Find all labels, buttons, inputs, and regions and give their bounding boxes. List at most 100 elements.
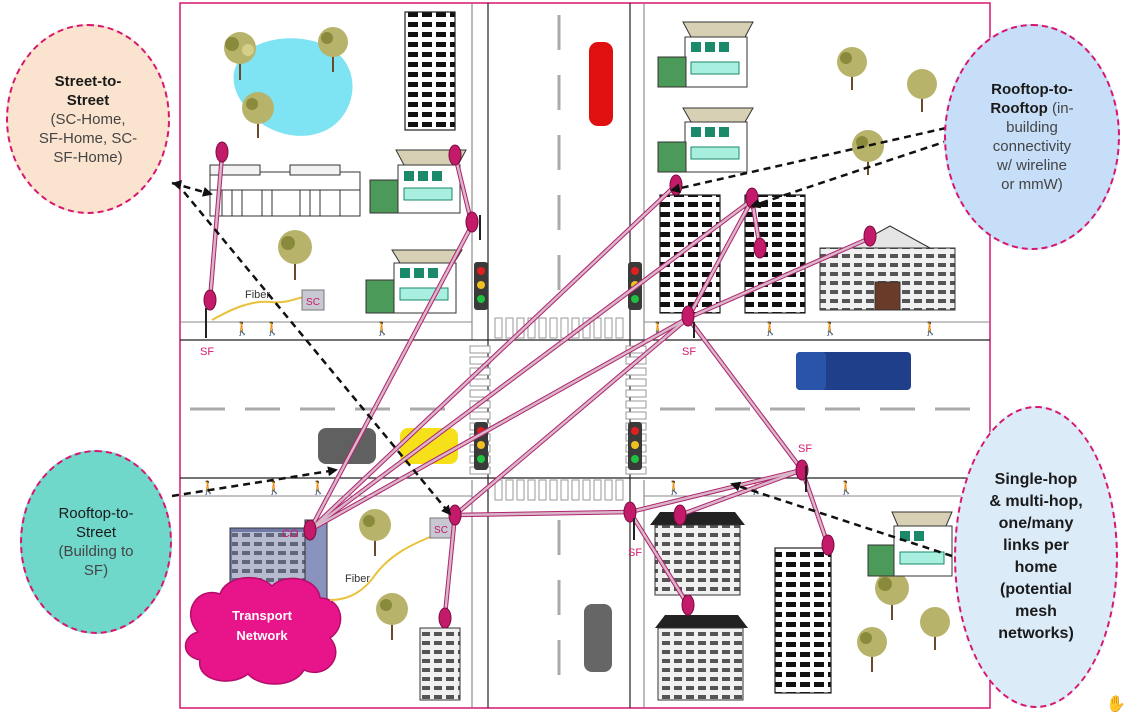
bubble-hop-line-4: links per	[1003, 537, 1069, 554]
bubble-hop-line-3: one/many	[998, 515, 1074, 532]
tree-icon	[318, 27, 348, 72]
dish-icon	[465, 211, 479, 233]
bubble-s2s-sub-1: (SC-Home,	[50, 110, 126, 128]
bubble-r2r-title-2: Rooftop	[990, 100, 1048, 117]
dish-icon	[863, 225, 877, 247]
bubble-hop-line-6: (potential	[1000, 581, 1072, 598]
svg-text:SC: SC	[434, 525, 448, 536]
tree-icon	[359, 509, 391, 556]
sf-label-right-mid: SF	[798, 443, 812, 455]
bubble-rooftop-to-rooftop: Rooftop-to- Rooftop (in- building connec…	[944, 24, 1120, 250]
tree-icon	[242, 92, 274, 138]
transport-label-1: Transport	[232, 608, 293, 623]
buildings	[209, 11, 956, 701]
bubble-single-multi-hop: Single-hop & multi-hop, one/many links p…	[954, 406, 1118, 708]
bubble-s2s-sub-3: SF-Home)	[53, 148, 123, 166]
car-grey-bottom	[584, 604, 612, 672]
apartment-block	[655, 615, 748, 701]
svg-text:SC: SC	[306, 297, 320, 308]
strip-mall	[209, 164, 361, 217]
dish-icon	[623, 501, 637, 523]
tree-icon	[837, 47, 867, 90]
pedestrians: 🚶🚶🚶 🚶🚶🚶🚶 🚶🚶🚶 🚶🚶🚶	[200, 321, 938, 496]
vehicles	[318, 42, 911, 672]
tree-icon	[278, 230, 312, 280]
small-building	[419, 627, 461, 701]
dish-icon	[215, 141, 229, 163]
dish-icon	[681, 305, 695, 327]
bubble-street-to-street: Street-to- Street (SC-Home, SF-Home, SC-…	[6, 24, 170, 214]
bubble-r2r-sub-4: or mmW)	[1001, 176, 1063, 193]
bubble-hop-line-5: home	[1014, 559, 1058, 576]
house	[657, 21, 754, 88]
svg-text:🚶: 🚶	[264, 321, 280, 337]
house	[657, 107, 754, 173]
svg-text:🚶: 🚶	[822, 321, 838, 337]
tree-icon	[907, 69, 937, 112]
svg-text:🚶: 🚶	[838, 480, 854, 496]
svg-text:🚶: 🚶	[200, 480, 216, 496]
bubble-hop-line-2: & multi-hop,	[989, 493, 1083, 510]
bubble-s2s-sub-2: SF-Home, SC-	[38, 129, 138, 147]
house	[369, 149, 467, 214]
bubble-r2s-sub-1: (Building to	[58, 543, 134, 560]
antenna-poles	[205, 215, 807, 540]
civic-building	[819, 225, 956, 311]
house	[867, 511, 953, 577]
sf-label-center-bottom: SF	[628, 547, 642, 559]
transport-network-cloud: Transport Network	[184, 576, 342, 685]
svg-text:🚶: 🚶	[266, 480, 282, 496]
tree-icon	[852, 130, 884, 175]
bubble-s2s-title-2: Street	[66, 91, 110, 109]
bubble-rooftop-to-street: Rooftop-to- Street (Building to SF)	[20, 450, 172, 634]
svg-text:🚶: 🚶	[666, 480, 682, 496]
bubble-hop-line-7: mesh	[1015, 603, 1057, 620]
hand-cursor-icon: ✋	[1106, 696, 1126, 713]
bubble-hop-line-8: networks)	[998, 625, 1074, 642]
sf-label-left: SF	[200, 346, 214, 358]
dish-icon	[821, 534, 835, 556]
bubble-r2r-sub-inline: (in-	[1047, 100, 1074, 117]
fiber-label-bottom: Fiber	[345, 573, 370, 585]
bubble-r2r-sub-1: building	[1006, 119, 1058, 136]
transport-label-2: Network	[236, 628, 288, 643]
dish-icon	[203, 289, 217, 311]
tree-icon	[875, 571, 909, 620]
dish-icon	[448, 144, 462, 166]
dish-icon	[669, 174, 683, 196]
car-red	[589, 42, 613, 126]
dish-icon	[681, 594, 695, 616]
bubble-s2s-title-1: Street-to-	[54, 72, 122, 90]
dish-icon	[673, 504, 687, 526]
tree-icon	[376, 593, 408, 640]
bubble-hop-line-1: Single-hop	[994, 471, 1078, 488]
dish-icon	[303, 519, 317, 541]
dish-icon	[753, 237, 767, 259]
trees	[224, 27, 950, 672]
co-label: CO	[282, 528, 299, 540]
bubble-r2s-title-1: Rooftop-to-	[58, 505, 134, 522]
traffic-lights	[474, 262, 642, 470]
tree-icon	[920, 607, 950, 650]
fiber-label-top: Fiber	[245, 289, 270, 301]
bubble-r2s-title-2: Street	[75, 524, 116, 541]
office-tower	[404, 11, 456, 131]
svg-text:🚶: 🚶	[374, 321, 390, 337]
svg-text:🚶: 🚶	[922, 321, 938, 337]
svg-text:🚶: 🚶	[234, 321, 250, 337]
svg-text:🚶: 🚶	[310, 480, 326, 496]
apartment-tower	[659, 194, 721, 314]
wireless-links	[207, 152, 873, 618]
dish-icon	[448, 504, 462, 526]
tree-icon	[857, 627, 887, 672]
svg-text:🚶: 🚶	[762, 321, 778, 337]
bubble-r2s-sub-2: SF)	[83, 562, 109, 579]
sc-box-center: SC	[429, 517, 453, 539]
sc-box-top: SC	[301, 289, 325, 311]
sf-label-right-top: SF	[682, 346, 696, 358]
bubble-r2r-title-1: Rooftop-to-	[991, 81, 1073, 98]
tree-icon	[224, 32, 256, 80]
dish-icon	[438, 607, 452, 629]
bubble-r2r-sub-3: w/ wireline	[996, 157, 1067, 174]
